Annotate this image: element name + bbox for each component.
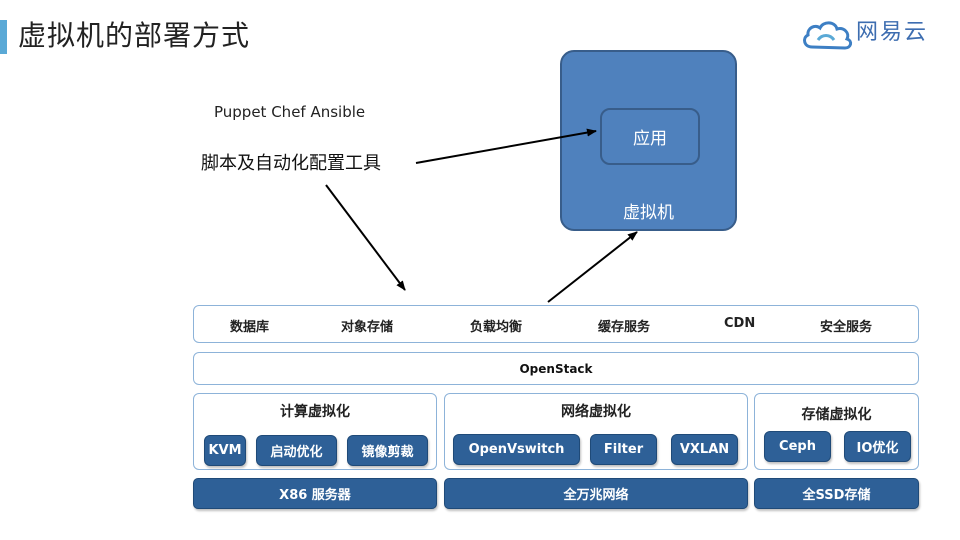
boot-optimization-label: 启动优化 [270, 445, 323, 460]
arrow-services-to-vm [547, 231, 638, 303]
kvm-label: KVM [208, 443, 242, 458]
service-cache: 缓存服务 [598, 320, 651, 335]
vxlan-chip: VXLAN [671, 434, 738, 465]
10g-network-label: 全万兆网络 [563, 488, 629, 503]
openvswitch-label: OpenVswitch [468, 442, 565, 457]
kvm-chip: KVM [204, 435, 246, 466]
network-virtualization-title: 网络虚拟化 [561, 404, 631, 420]
application-label: 应用 [633, 129, 667, 149]
filter-chip: Filter [590, 434, 657, 465]
title-accent-bar [0, 20, 7, 54]
service-security: 安全服务 [820, 320, 873, 335]
10g-network-bar: 全万兆网络 [444, 478, 748, 509]
slide-title: 虚拟机的部署方式 [18, 19, 251, 52]
automation-tools-label: 脚本及自动化配置工具 [201, 153, 381, 174]
storage-virtualization-group: 存储虚拟化 Ceph IO优化 [754, 393, 919, 470]
arrow-tools-to-services [325, 184, 406, 291]
openstack-row: OpenStack [193, 352, 919, 385]
vxlan-label: VXLAN [679, 442, 730, 457]
service-cdn: CDN [724, 316, 756, 331]
storage-virtualization-title: 存储虚拟化 [801, 407, 872, 423]
virtual-machine-box: 应用 虚拟机 [560, 50, 737, 231]
service-object-storage: 对象存储 [341, 320, 394, 335]
virtual-machine-label: 虚拟机 [623, 203, 674, 223]
io-optimization-label: IO优化 [856, 441, 899, 456]
tool-names: Puppet Chef Ansible [214, 103, 366, 121]
ceph-chip: Ceph [764, 431, 831, 462]
arrow-tools-to-app [415, 128, 597, 164]
ssd-storage-label: 全SSD存储 [802, 488, 871, 503]
ssd-storage-bar: 全SSD存储 [754, 478, 919, 509]
image-trimming-chip: 镜像剪裁 [347, 435, 428, 466]
image-trimming-label: 镜像剪裁 [361, 445, 414, 460]
boot-optimization-chip: 启动优化 [256, 435, 337, 466]
service-load-balancer: 负载均衡 [470, 320, 523, 335]
x86-servers-bar: X86 服务器 [193, 478, 437, 509]
openstack-label: OpenStack [519, 361, 593, 376]
network-virtualization-group: 网络虚拟化 OpenVswitch Filter VXLAN [444, 393, 748, 470]
application-box: 应用 [600, 108, 700, 165]
filter-label: Filter [603, 442, 644, 457]
io-optimization-chip: IO优化 [844, 431, 911, 462]
cloud-logo-icon [803, 21, 853, 50]
ceph-label: Ceph [779, 439, 816, 454]
compute-virtualization-title: 计算虚拟化 [280, 404, 350, 420]
logo-text: 网易云 [856, 20, 929, 45]
services-row: 数据库 对象存储 负载均衡 缓存服务 CDN 安全服务 [193, 305, 919, 343]
service-database: 数据库 [230, 320, 270, 335]
netease-cloud-logo: 网易云 [800, 14, 940, 54]
openvswitch-chip: OpenVswitch [453, 434, 580, 465]
x86-servers-label: X86 服务器 [279, 488, 351, 503]
compute-virtualization-group: 计算虚拟化 KVM 启动优化 镜像剪裁 [193, 393, 437, 470]
